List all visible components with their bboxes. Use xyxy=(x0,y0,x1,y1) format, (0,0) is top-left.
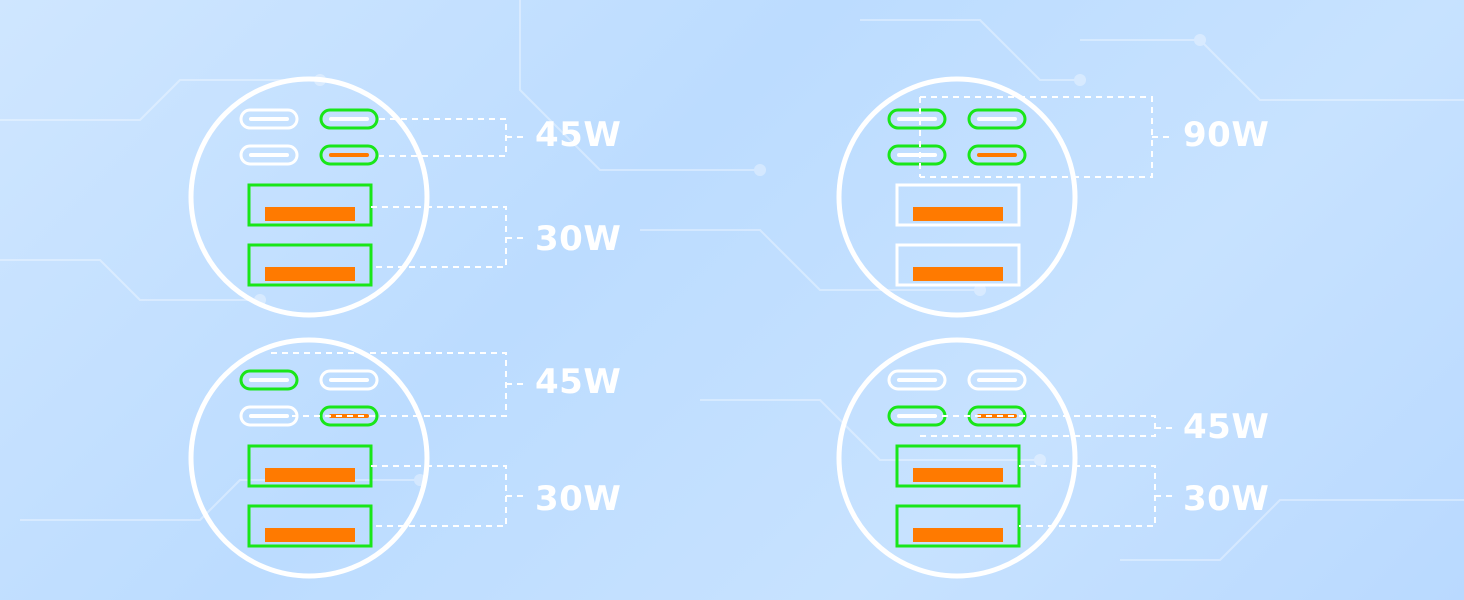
usb-c-port-3 xyxy=(239,144,299,166)
usb-c-port-2 xyxy=(319,108,379,130)
usb-c-port-4 xyxy=(319,144,379,166)
usb-a-port-2 xyxy=(247,504,373,548)
panel-circle xyxy=(188,337,430,579)
usb-c-pin xyxy=(897,153,937,157)
usb-a-pin xyxy=(265,468,355,482)
panel-bottom-right xyxy=(836,337,1175,579)
usb-a-bracket xyxy=(371,206,507,268)
label-bottom-right-usb-a: 30W xyxy=(1183,479,1270,519)
usb-c-pin xyxy=(329,117,369,121)
usb-c-port-2 xyxy=(967,369,1027,391)
panel-top-left xyxy=(188,76,526,318)
usb-c-port-2 xyxy=(319,369,379,391)
usb-c-pin xyxy=(329,378,369,382)
label-top-left-usb-a: 30W xyxy=(535,219,622,259)
label-bottom-left-usb-a: 30W xyxy=(535,479,622,519)
usb-c-bracket xyxy=(379,118,507,157)
usb-c-pin xyxy=(329,153,369,157)
usb-c-pin xyxy=(249,378,289,382)
usb-c-port-1 xyxy=(887,108,947,130)
label-top-left-usb-c: 45W xyxy=(535,115,622,155)
usb-c-port-3 xyxy=(887,144,947,166)
usb-c-port-1 xyxy=(239,108,299,130)
usb-a-port-1 xyxy=(895,183,1021,227)
panel-bottom-left xyxy=(188,337,526,579)
panel-circle xyxy=(836,337,1078,579)
label-bottom-left-usb-c: 45W xyxy=(535,362,622,402)
usb-c-pin xyxy=(897,414,937,418)
usb-a-pin xyxy=(265,207,355,221)
usb-c-port-1 xyxy=(239,369,299,391)
usb-c-bracket xyxy=(920,96,1153,178)
panel-top-right xyxy=(836,76,1172,318)
usb-a-pin xyxy=(913,528,1003,542)
usb-c-bracket xyxy=(271,352,507,417)
usb-a-pin xyxy=(913,267,1003,281)
panel-circle xyxy=(188,76,430,318)
usb-a-pin xyxy=(913,468,1003,482)
usb-a-pin xyxy=(913,207,1003,221)
usb-a-pin xyxy=(265,267,355,281)
usb-a-bracket xyxy=(1019,465,1156,527)
usb-c-pin xyxy=(977,117,1017,121)
usb-c-port-2 xyxy=(967,108,1027,130)
usb-c-port-1 xyxy=(887,369,947,391)
usb-c-port-4 xyxy=(967,144,1027,166)
panel-circle xyxy=(836,76,1078,318)
usb-a-bracket xyxy=(371,465,507,527)
usb-a-pin xyxy=(265,528,355,542)
label-top-right-usb-c: 90W xyxy=(1183,115,1270,155)
usb-c-bracket xyxy=(920,415,1156,437)
usb-a-port-2 xyxy=(895,243,1021,287)
usb-c-pin xyxy=(897,378,937,382)
usb-c-pin xyxy=(249,153,289,157)
usb-c-port-4 xyxy=(319,405,379,427)
usb-c-pin xyxy=(897,117,937,121)
usb-a-port-2 xyxy=(247,243,373,287)
usb-a-port-1 xyxy=(247,183,373,227)
usb-c-pin xyxy=(977,153,1017,157)
usb-c-pin xyxy=(977,378,1017,382)
usb-c-pin xyxy=(249,414,289,418)
label-bottom-right-usb-c: 45W xyxy=(1183,407,1270,447)
usb-c-pin xyxy=(249,117,289,121)
